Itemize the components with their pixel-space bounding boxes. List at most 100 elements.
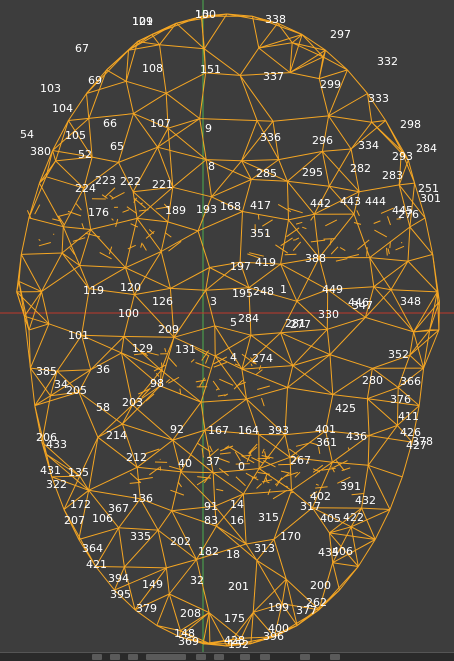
mesh-edge <box>39 239 41 240</box>
mesh-edge <box>145 449 159 454</box>
shading-button[interactable] <box>196 654 206 660</box>
pivot-button[interactable] <box>214 654 224 660</box>
vertex-index-label: 120 <box>120 281 141 294</box>
vertex-index-label: 444 <box>365 195 386 208</box>
vertex-index-label: 333 <box>368 92 389 105</box>
mesh-edge <box>249 444 258 454</box>
mesh-edge <box>281 220 289 264</box>
mesh-edge <box>242 121 258 161</box>
manipulator-button[interactable] <box>240 654 250 660</box>
vertex-index-label: 364 <box>82 542 103 555</box>
vertex-index-label: 8 <box>208 160 215 173</box>
vertex-index-label: 369 <box>178 635 199 648</box>
mesh-edge <box>21 253 62 254</box>
mesh-edge <box>302 227 306 229</box>
mesh-edge <box>219 379 233 385</box>
mesh-edge <box>91 218 137 229</box>
vertex-index-label: 221 <box>152 178 173 191</box>
vertex-index-label: 175 <box>224 612 245 625</box>
mesh-edge <box>29 330 30 368</box>
mesh-edge <box>242 366 293 370</box>
mesh-edge <box>253 16 259 48</box>
vertex-index-label: 104 <box>52 102 73 115</box>
mesh-edge <box>319 470 320 472</box>
vertex-index-label: 176 <box>88 206 109 219</box>
vertex-index-label: 411 <box>398 410 419 423</box>
mesh-edge <box>158 511 172 530</box>
vertex-index-label: 377 <box>296 604 317 617</box>
vertex-index-label: 37 <box>206 455 220 468</box>
mesh-edge <box>142 244 146 251</box>
mesh-edge <box>275 245 287 253</box>
mesh-edge <box>137 218 168 222</box>
select-menu-button[interactable] <box>110 654 120 660</box>
mode-dropdown[interactable] <box>146 654 186 660</box>
mesh-edge <box>80 230 91 266</box>
mesh-edge <box>290 73 319 79</box>
vertex-index-label: 285 <box>256 167 277 180</box>
mesh-edge <box>168 222 198 231</box>
mesh-edge <box>391 290 437 292</box>
view-menu-button[interactable] <box>92 654 102 660</box>
mesh-edge <box>21 254 41 291</box>
mesh-edge <box>425 218 433 255</box>
vertex-index-label: 108 <box>142 62 163 75</box>
mesh-edge <box>42 266 80 292</box>
object-menu-button[interactable] <box>128 654 138 660</box>
mesh-edge <box>329 70 348 116</box>
vertex-index-label: 376 <box>390 393 411 406</box>
snap-button[interactable] <box>300 654 310 660</box>
mesh-edge <box>259 48 290 73</box>
mesh-edge <box>242 160 279 161</box>
mesh-edge <box>29 177 46 218</box>
vertex-index-label: 106 <box>92 512 113 525</box>
mesh-edge <box>139 478 153 480</box>
mesh-edge <box>336 259 348 262</box>
mesh-edge <box>110 195 114 198</box>
mesh-edge <box>122 424 172 440</box>
vertex-index-label: 394 <box>108 572 129 585</box>
mesh-edge <box>240 212 242 263</box>
mesh-edge <box>165 233 171 238</box>
mesh-edge <box>158 128 169 147</box>
mesh-edge <box>367 247 368 256</box>
vertex-index-label: 182 <box>198 545 219 558</box>
mesh-edge <box>191 359 194 362</box>
mesh-edge <box>220 453 231 454</box>
mesh-edge <box>181 472 213 473</box>
mesh-edge <box>89 467 138 490</box>
mesh-edge <box>259 365 261 370</box>
mesh-edge <box>58 214 70 217</box>
mesh-edge <box>166 560 196 568</box>
vertex-index-label: 295 <box>302 166 323 179</box>
mesh-edge <box>170 288 205 290</box>
vertex-index-label: 293 <box>392 150 413 163</box>
mesh-edge <box>322 151 329 186</box>
vertex-index-label: 280 <box>362 374 383 387</box>
vertex-index-label: 421 <box>86 558 107 571</box>
vertex-index-label: 103 <box>40 82 61 95</box>
mesh-edge <box>178 482 182 487</box>
mesh-edge <box>119 147 158 162</box>
vertex-index-label: 131 <box>175 343 196 356</box>
mesh-edge <box>257 484 262 489</box>
mesh-edge <box>330 239 331 246</box>
vertex-index-label: 298 <box>400 118 421 131</box>
mesh-edge <box>212 161 242 197</box>
proportional-edit-button[interactable] <box>330 654 340 660</box>
layer-button[interactable] <box>260 654 270 660</box>
vertex-index-label: 379 <box>136 602 157 615</box>
vertex-index-label: 380 <box>30 145 51 158</box>
mesh-edge <box>166 379 170 382</box>
vertex-index-label: 330 <box>318 308 339 321</box>
mesh-edge <box>253 560 257 612</box>
vertex-index-label: 83 <box>204 514 218 527</box>
mesh-edge <box>89 437 98 490</box>
mesh-edge <box>212 180 252 197</box>
mesh-edge <box>368 425 397 465</box>
vertex-index-label: 352 <box>388 348 409 361</box>
vertex-index-label: 4 <box>230 351 237 364</box>
mesh-edge <box>279 151 323 159</box>
mesh-edge <box>216 489 223 491</box>
